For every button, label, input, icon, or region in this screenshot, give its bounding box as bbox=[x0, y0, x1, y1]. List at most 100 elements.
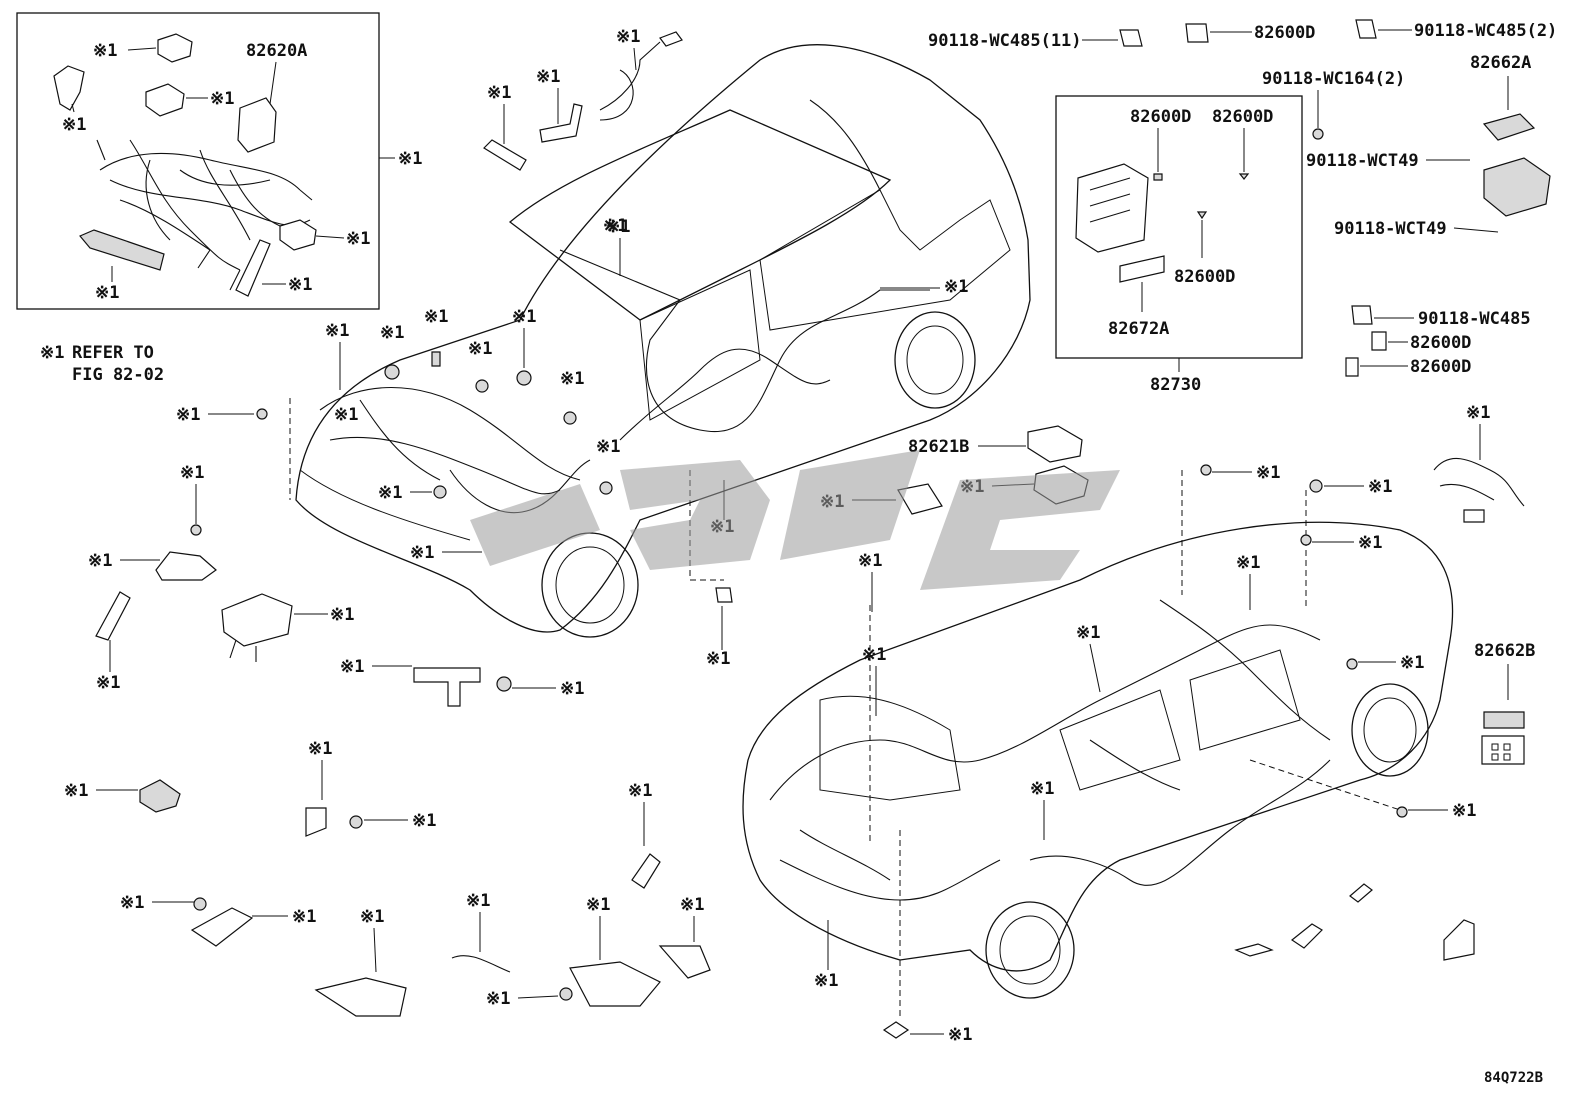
mark-label: ※1 bbox=[380, 323, 404, 343]
mark-label: ※1 bbox=[360, 907, 384, 927]
bolt-icon bbox=[431, 351, 441, 367]
refer-note: ※1 REFER TO FIG 82-02 bbox=[40, 343, 164, 385]
part-number-90118-WC485: 90118-WC485 bbox=[1418, 309, 1531, 329]
mark-label: ※1 bbox=[560, 679, 584, 699]
mark-label: ※1 bbox=[944, 277, 968, 297]
fuse-icon bbox=[1345, 357, 1359, 377]
bracket-part bbox=[631, 853, 661, 889]
part-number-82662A: 82662A bbox=[1470, 53, 1531, 73]
bolt-icon bbox=[475, 379, 489, 393]
bracket-part bbox=[190, 907, 254, 947]
mark-label: ※1 bbox=[346, 229, 370, 249]
mark-label: ※1 bbox=[176, 405, 200, 425]
mark-label: ※1 bbox=[1400, 653, 1424, 673]
fuse-icon bbox=[1153, 173, 1163, 181]
inset-mark: ※1 bbox=[398, 149, 422, 169]
clip-part bbox=[715, 587, 733, 603]
inset-harness-box: ※1 ※1 ※1 ※1 82620A ※1 ※1 ※1 bbox=[16, 12, 422, 310]
mark-label: ※1 bbox=[412, 811, 436, 831]
fuse-icon bbox=[1371, 331, 1387, 351]
mark-label: ※1 bbox=[616, 27, 640, 47]
mark-label: ※1 bbox=[586, 895, 610, 915]
part-number-90118-WC485-2: 90118-WC485(2) bbox=[1414, 21, 1557, 41]
mark-label: ※1 bbox=[288, 275, 312, 295]
bolt-icon bbox=[256, 408, 268, 420]
nut-icon bbox=[1309, 479, 1323, 493]
bolt-icon bbox=[1200, 464, 1212, 476]
part-number-82600D: 82600D bbox=[1174, 267, 1235, 287]
part-number-82730: 82730 bbox=[1150, 375, 1201, 395]
mark-label: ※1 bbox=[210, 89, 234, 109]
top-right-parts: 90118-WC485(11) 82600D 90118-WC485(2) 90… bbox=[928, 19, 1557, 239]
part-number-90118-WC485-11: 90118-WC485(11) bbox=[928, 31, 1082, 51]
bracket-part bbox=[658, 945, 711, 979]
fuse-icon bbox=[1238, 173, 1250, 180]
bracket-part bbox=[1443, 919, 1475, 961]
part-number-82600D: 82600D bbox=[1130, 107, 1191, 127]
mark-label: ※1 bbox=[378, 483, 402, 503]
part-number-82662B: 82662B bbox=[1474, 641, 1535, 661]
mark-label: ※1 bbox=[120, 893, 144, 913]
mark-label: ※1 bbox=[1256, 463, 1280, 483]
part-number-82672A: 82672A bbox=[1108, 319, 1169, 339]
fuse-icon bbox=[1185, 23, 1209, 43]
relay-icon bbox=[1119, 29, 1143, 47]
mark-label: ※1 bbox=[330, 605, 354, 625]
mark-label: ※1 bbox=[1368, 477, 1392, 497]
bracket-part bbox=[483, 139, 527, 171]
mark-label: ※1 bbox=[468, 339, 492, 359]
dashed-leaders bbox=[289, 398, 1401, 1020]
figure-code: 84Q722B bbox=[1484, 1070, 1543, 1086]
bolt-icon bbox=[349, 815, 363, 829]
bracket-part bbox=[539, 103, 583, 143]
bolt-icon bbox=[433, 485, 447, 499]
part-number-82600D: 82600D bbox=[1410, 333, 1471, 353]
cover-82662A bbox=[1482, 113, 1536, 141]
mark-label: ※1 bbox=[1030, 779, 1054, 799]
mark-label: ※1 bbox=[487, 83, 511, 103]
part-number-90118-WCT49: 90118-WCT49 bbox=[1306, 151, 1419, 171]
connector-part bbox=[1463, 509, 1485, 523]
box-82730: 82730 82600D 82600D 82600D 82672A bbox=[1055, 95, 1303, 395]
note-line-2: FIG 82-02 bbox=[72, 365, 164, 385]
bracket-part bbox=[1290, 923, 1323, 949]
connector-part bbox=[659, 31, 683, 47]
mark-label: ※1 bbox=[95, 283, 119, 303]
mark-callouts: ※1 ※1 ※1 ※1 ※1 ※1 ※1 ※1 ※1 ※1 ※1 ※1 ※1 ※… bbox=[64, 27, 1525, 1045]
cover-82662B bbox=[1483, 711, 1525, 729]
bracket-part bbox=[53, 65, 85, 111]
harness-connector bbox=[95, 591, 131, 641]
part-number-82621B: 82621B bbox=[908, 437, 969, 457]
relay-icon bbox=[1351, 305, 1373, 325]
clip-part bbox=[882, 1021, 910, 1039]
bolt-icon bbox=[599, 481, 613, 495]
mark-label: ※1 bbox=[814, 971, 838, 991]
fuse-icon bbox=[1196, 211, 1208, 220]
mark-label: ※1 bbox=[862, 645, 886, 665]
mark-label: ※1 bbox=[96, 673, 120, 693]
bolt-icon bbox=[193, 897, 207, 911]
mark-label: ※1 bbox=[680, 895, 704, 915]
watermark-logo bbox=[470, 450, 1120, 590]
mark-label: ※1 bbox=[858, 551, 882, 571]
mark-label: ※1 bbox=[292, 907, 316, 927]
bolt-icon bbox=[496, 676, 512, 692]
connector-part bbox=[279, 219, 317, 251]
mark-label: ※1 bbox=[486, 989, 510, 1009]
sensor-part bbox=[145, 83, 185, 117]
mark-label: ※1 bbox=[1076, 623, 1100, 643]
note-mark: ※1 bbox=[40, 343, 64, 363]
mark-label: ※1 bbox=[334, 405, 358, 425]
bolt-icon bbox=[559, 987, 573, 1001]
mark-label: ※1 bbox=[596, 437, 620, 457]
mark-label: ※1 bbox=[88, 551, 112, 571]
cover-part bbox=[314, 977, 407, 1017]
module-82620A bbox=[237, 97, 277, 153]
mark-label: ※1 bbox=[1452, 801, 1476, 821]
connector-part bbox=[157, 33, 193, 63]
mark-label: ※1 bbox=[62, 115, 86, 135]
mark-label: ※1 bbox=[93, 41, 117, 61]
nut-icon bbox=[1312, 128, 1324, 140]
mark-label: ※1 bbox=[560, 369, 584, 389]
bolt-icon bbox=[1300, 534, 1312, 546]
